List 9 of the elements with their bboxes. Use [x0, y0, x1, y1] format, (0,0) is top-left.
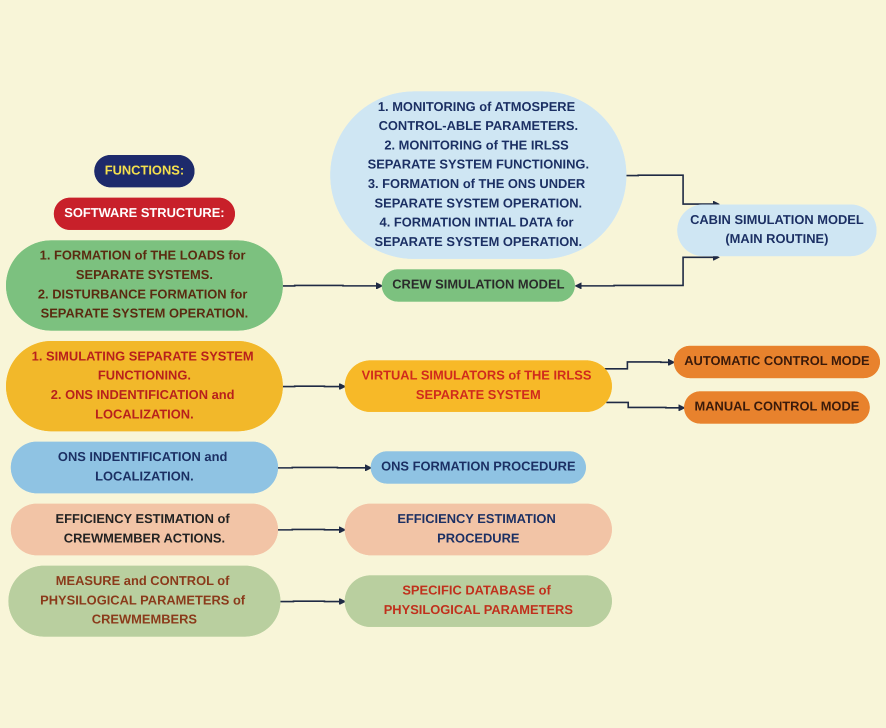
arrow	[282, 382, 346, 390]
arrow	[604, 358, 675, 370]
arrow	[282, 282, 383, 290]
arrow	[278, 526, 346, 534]
arrow	[574, 254, 720, 290]
arrow	[280, 598, 346, 606]
arrow	[626, 174, 720, 208]
arrow	[278, 464, 372, 472]
arrow	[606, 402, 686, 412]
